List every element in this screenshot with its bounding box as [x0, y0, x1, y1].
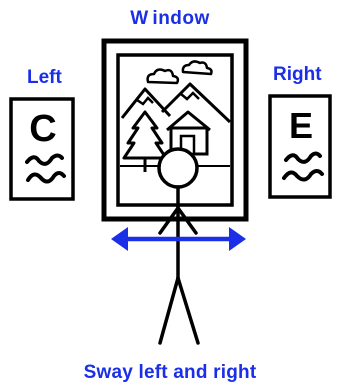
- left-sign-letter: C: [29, 108, 56, 150]
- figure-right-leg: [178, 278, 198, 343]
- figure-left-leg: [160, 278, 178, 343]
- stick-figure: [159, 149, 198, 343]
- left-sign-card: C: [11, 99, 73, 199]
- right-label: Right: [273, 65, 322, 84]
- window-label: W indow: [0, 9, 340, 28]
- right-sign-card: E: [270, 96, 330, 197]
- caption: Sway left and right: [0, 363, 340, 382]
- figure-head: [159, 149, 197, 187]
- right-sign-letter: E: [289, 105, 313, 146]
- left-label: Left: [27, 68, 62, 87]
